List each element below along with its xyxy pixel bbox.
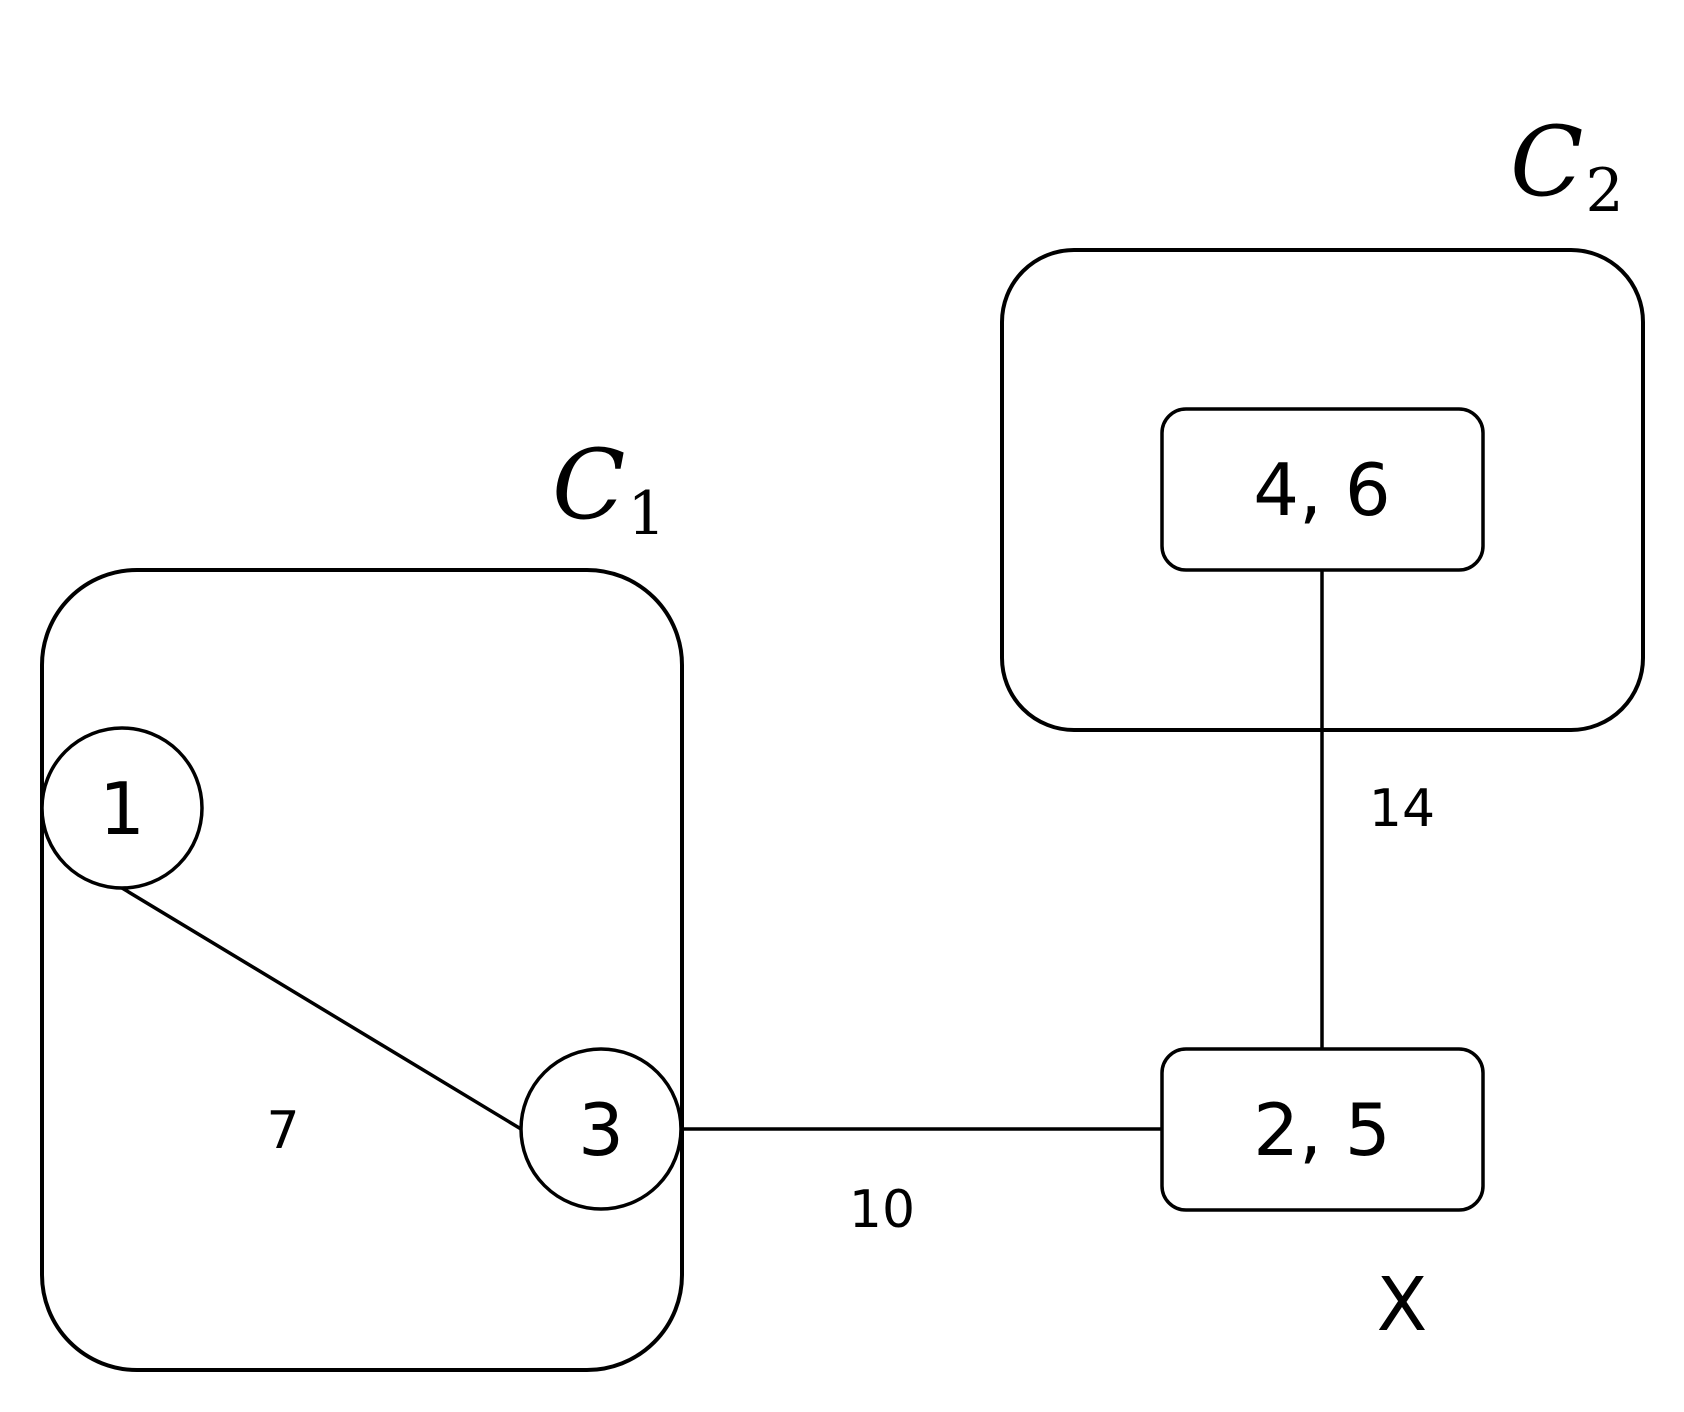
node-1-circle	[40, 726, 204, 890]
node-3-label: 3	[578, 1088, 624, 1172]
cluster-c1-box	[40, 568, 684, 1372]
node-3: 3	[519, 1047, 683, 1211]
node-4-6: 4, 6	[1160, 407, 1485, 572]
node-1: 1	[40, 726, 204, 890]
x-annotation: X	[1377, 1262, 1428, 1348]
node-4-6-box	[1160, 407, 1485, 572]
node-1-label: 1	[99, 767, 145, 851]
cluster-c1-label: C1	[552, 429, 666, 549]
node-4-6-label: 4, 6	[1253, 448, 1390, 532]
edge-1-3	[121, 886, 522, 1131]
cluster-c2-label: C2	[1510, 106, 1624, 226]
edge-weight-3-25: 10	[849, 1180, 915, 1240]
node-2-5: 2, 5	[1160, 1047, 1485, 1212]
node-2-5-box	[1160, 1047, 1485, 1212]
edge-weight-46-25: 14	[1369, 779, 1435, 839]
edge-weight-1-3: 7	[266, 1101, 299, 1161]
node-3-circle	[519, 1047, 683, 1211]
node-2-5-label: 2, 5	[1253, 1088, 1390, 1172]
